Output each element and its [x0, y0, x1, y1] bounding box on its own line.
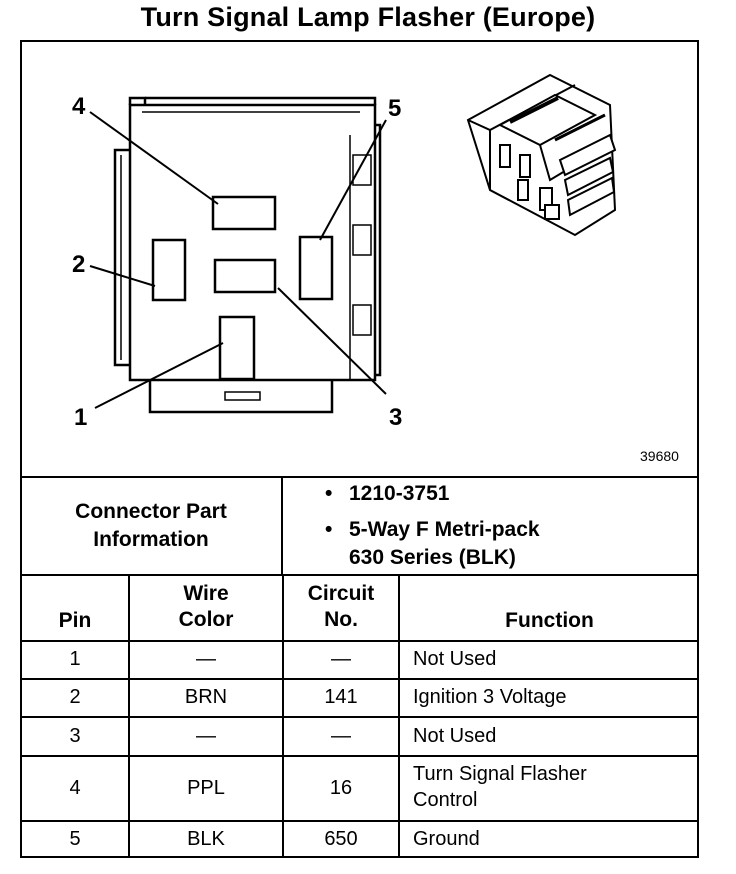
- row4-function-line1: Turn Signal Flasher: [413, 763, 587, 785]
- row4-function: Turn Signal Flasher Control: [413, 761, 587, 813]
- row3-pin: 3: [69, 725, 81, 747]
- header-circuit-line1: Circuit: [307, 582, 375, 605]
- row1-circuit: —: [331, 648, 351, 670]
- row5-circuit: 650: [324, 828, 358, 850]
- callout-4: 4: [72, 93, 86, 120]
- callout-1: 1: [74, 404, 87, 431]
- callout-5: 5: [388, 95, 401, 122]
- rule-row-1: [20, 678, 699, 680]
- rule-info-bottom: [20, 574, 699, 576]
- row1-pin: 1: [69, 648, 81, 670]
- row2-function: Ignition 3 Voltage: [413, 686, 567, 708]
- row4-pin: 4: [69, 777, 81, 799]
- cavity-2: [151, 238, 187, 302]
- row2-wire: BRN: [184, 686, 228, 708]
- row2-pin: 2: [69, 686, 81, 708]
- row1-wire: —: [196, 648, 216, 670]
- row5-pin: 5: [69, 828, 81, 850]
- connector-iso-illustration: [466, 73, 617, 237]
- main-frame: [20, 40, 699, 858]
- rule-row-2: [20, 716, 699, 718]
- rule-col-wire: [282, 574, 284, 858]
- rule-col-circuit: [398, 574, 400, 858]
- cavity-3: [213, 258, 277, 294]
- cavity-5: [298, 235, 334, 301]
- connector-body: [128, 103, 377, 382]
- row5-wire: BLK: [187, 828, 225, 850]
- row5-function: Ground: [413, 828, 480, 850]
- connector-part-number: 1210-3751: [325, 480, 540, 508]
- cavity-1: [218, 315, 256, 381]
- header-wire-color: Wire Color: [130, 581, 282, 633]
- row1-function: Not Used: [413, 648, 497, 670]
- rule-info-divider: [281, 476, 283, 574]
- header-function: Function: [505, 609, 594, 632]
- connector-series: 630 Series (BLK): [349, 546, 516, 569]
- row4-function-line2: Control: [413, 789, 478, 811]
- header-circuit-no: Circuit No.: [284, 581, 398, 633]
- header-circuit-line2: No.: [324, 608, 358, 631]
- row3-function: Not Used: [413, 725, 497, 747]
- connector-info-bullets: 1210-3751 5-Way F Metri-pack 630 Series …: [325, 480, 540, 572]
- rule-header-bottom: [20, 640, 699, 642]
- connector-diagram: 1 2 3 4 5: [72, 73, 617, 431]
- row2-circuit: 141: [324, 686, 358, 708]
- rule-col-pin: [128, 574, 130, 858]
- header-wire-line2: Color: [178, 608, 234, 631]
- connector-info-label-line2: Information: [93, 528, 209, 551]
- rule-row-3: [20, 755, 699, 757]
- connector-info-label-line1: Connector Part: [75, 500, 227, 523]
- rule-row-4: [20, 820, 699, 822]
- rule-diagram-bottom: [20, 476, 699, 478]
- header-pin: Pin: [58, 609, 92, 632]
- connector-info-label: Connector Part Information: [22, 478, 280, 574]
- row3-wire: —: [196, 725, 216, 747]
- callout-2: 2: [72, 251, 85, 278]
- row4-circuit: 16: [329, 777, 353, 799]
- row3-circuit: —: [331, 725, 351, 747]
- header-wire-line1: Wire: [183, 582, 229, 605]
- row4-wire: PPL: [187, 777, 225, 799]
- callout-3: 3: [389, 404, 402, 431]
- page-title: Turn Signal Lamp Flasher (Europe): [140, 2, 596, 32]
- connector-type: 5-Way F Metri-pack: [325, 516, 540, 544]
- figure-number: 39680: [640, 448, 679, 464]
- cavity-4: [211, 195, 277, 231]
